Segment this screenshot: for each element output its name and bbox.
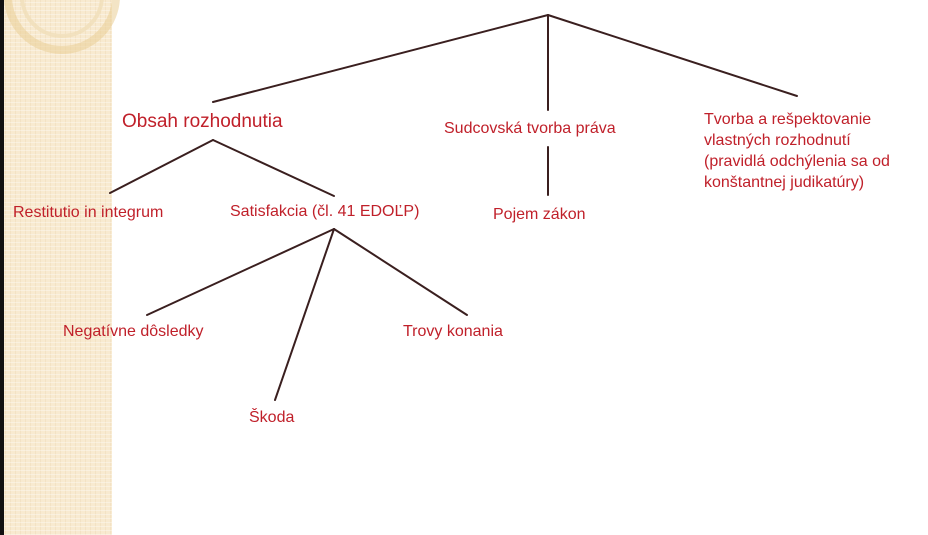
- node-tvorba-line-4: konštantnej judikatúry): [704, 174, 865, 191]
- node-satisfakcia: Satisfakcia (čl. 41 EDOĽP): [230, 203, 420, 220]
- edge-obsah-restitutio: [109, 139, 214, 194]
- edge-satisfakcia-skoda: [274, 228, 335, 401]
- node-negativne-dosledky: Negatívne dôsledky: [63, 323, 204, 340]
- node-tvorba-line-3: (pravidlá odchýlenia sa od: [704, 153, 890, 170]
- node-trovy-konania: Trovy konania: [403, 323, 503, 340]
- node-sudcovska-tvorba-prava: Sudcovská tvorba práva: [444, 120, 616, 137]
- edge-obsah-satisfakcia: [212, 139, 335, 197]
- node-pojem-zakon: Pojem zákon: [493, 206, 586, 223]
- node-tvorba-line-1: Tvorba a rešpektovanie: [704, 111, 872, 128]
- edge-root-obsah: [212, 14, 549, 103]
- node-restitutio-in-integrum: Restitutio in integrum: [13, 204, 164, 221]
- edge-satisfakcia-trovy: [333, 228, 468, 316]
- edge-root-tvorba: [547, 14, 798, 97]
- node-tvorba-a-respektovanie: Tvorba a rešpektovanie vlastných rozhodn…: [704, 109, 924, 193]
- slide-left-border: [0, 0, 4, 535]
- decorative-side-band: [0, 0, 112, 535]
- node-obsah-rozhodnutia: Obsah rozhodnutia: [122, 111, 283, 132]
- node-tvorba-line-2: vlastných rozhodnutí: [704, 132, 851, 149]
- node-skoda: Škoda: [249, 409, 295, 426]
- edge-satisfakcia-negativne: [146, 228, 335, 316]
